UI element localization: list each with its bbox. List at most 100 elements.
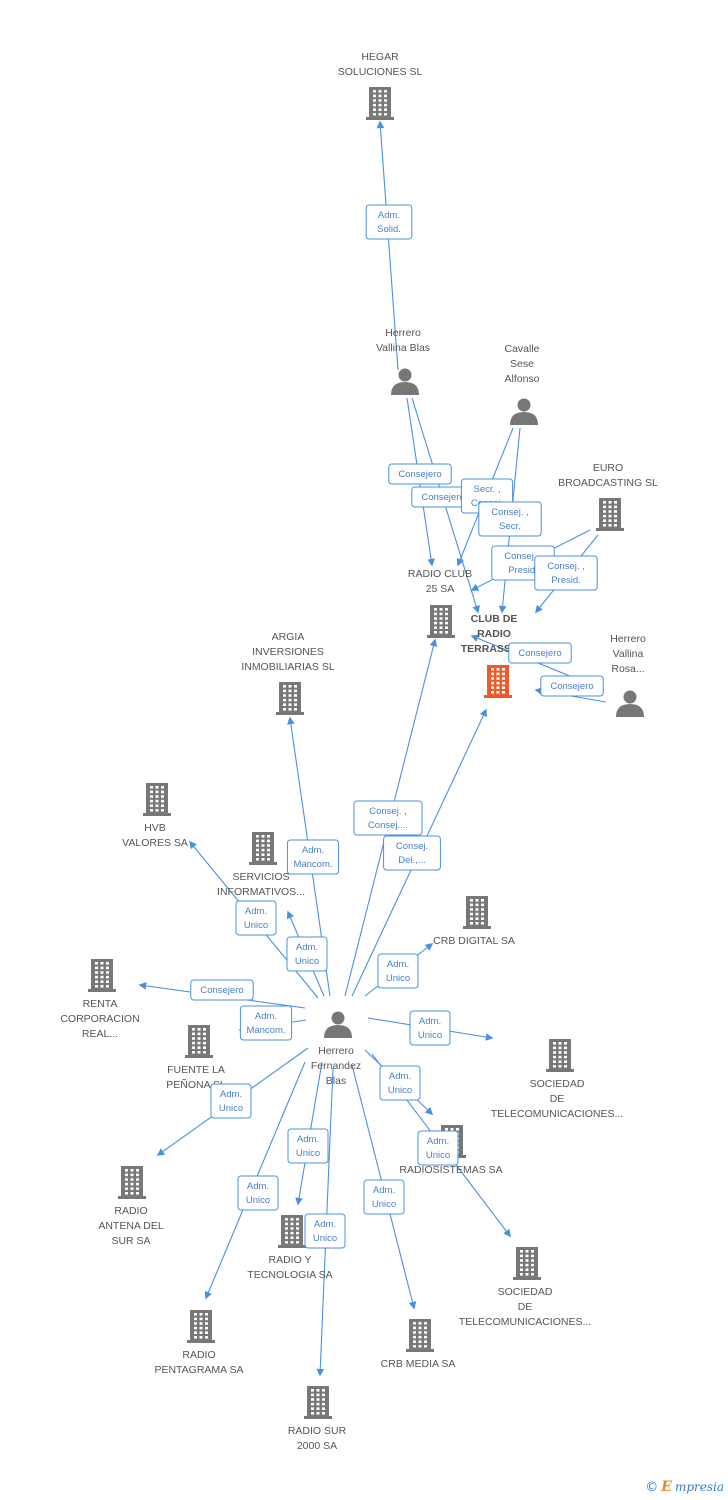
node-label: INFORMATIVOS... [217, 886, 305, 898]
edge-hvb_blas-to-hegar [376, 120, 399, 371]
node-label: CLUB DE [471, 613, 518, 625]
edge-label-hfb-to-tecnologia[interactable]: Adm.Unico [287, 1128, 329, 1164]
building-icon [88, 959, 116, 992]
person-icon [510, 398, 538, 425]
edge-label-hvb_blas-to-radioclub25[interactable]: Consejero [388, 463, 452, 485]
node-label: RADIO [477, 628, 511, 640]
edge-label-hfb-to-soctel2[interactable]: Adm.Unico [417, 1130, 459, 1166]
edge-label-text: Unico [388, 1085, 412, 1096]
node-label: CRB MEDIA SA [381, 1358, 456, 1370]
node-label: HVB [144, 822, 166, 834]
node-label: Cavalle [504, 343, 539, 355]
node-label: Alfonso [504, 373, 539, 385]
building-icon [276, 682, 304, 715]
node-euro[interactable]: EURO BROADCASTING SL [558, 462, 658, 531]
edge-label-text: Adm. [419, 1016, 441, 1027]
edge-label-hvb_rosa-to-club[interactable]: Consejero [540, 675, 604, 697]
edge-label-text: Adm. [302, 845, 324, 856]
node-label: EURO [593, 462, 623, 474]
edge-label-hfb-to-fuente[interactable]: Adm.Mancom. [239, 1005, 293, 1041]
node-crbmedia[interactable]: CRB MEDIA SA [381, 1319, 456, 1370]
node-label: HEGAR [361, 51, 399, 63]
person-icon [616, 690, 644, 717]
edge-label-text: Presid. [551, 575, 581, 586]
node-label: Sese [510, 358, 534, 370]
edge-label-cavalle-to-club[interactable]: Consej. ,Secr. [478, 501, 542, 537]
node-hvb_rosa[interactable]: HerreroVallinaRosa... [610, 633, 646, 717]
building-icon [463, 896, 491, 929]
edge-label-hfb-to-hvbvalores[interactable]: Adm.Unico [235, 900, 277, 936]
edge-label-text: Consej.... [368, 820, 408, 831]
edge-label-text: Consej. , [369, 806, 407, 817]
edge-label-hfb-to-crbdigital[interactable]: Adm.Unico [377, 953, 419, 989]
node-renta[interactable]: RENTACORPORACIONREAL... [60, 959, 140, 1040]
edge-label-text: Del.,... [398, 855, 425, 866]
node-label: RADIO [182, 1349, 215, 1361]
building-icon [143, 783, 171, 816]
edge-label-hfb-to-crbmedia[interactable]: Adm.Unico [363, 1179, 405, 1215]
building-icon [406, 1319, 434, 1352]
node-label: FUENTE LA [167, 1064, 225, 1076]
building-icon [366, 87, 394, 120]
edge-label-text: Presid. [508, 565, 538, 576]
edge-label-hvb_rosa-to-radioclub25[interactable]: Consejero [508, 642, 572, 664]
edge-label-euro-to-club[interactable]: Consej. ,Presid. [534, 555, 598, 591]
edge-label-hfb-to-pentagrama[interactable]: Adm.Unico [237, 1175, 279, 1211]
node-label: RADIO SUR [288, 1425, 347, 1437]
node-soctel1[interactable]: SOCIEDADDETELECOMUNICACIONES... [491, 1039, 623, 1120]
edge-label-hfb-to-club[interactable]: Consej.Del.,... [383, 835, 441, 871]
node-label: SOCIEDAD [530, 1078, 585, 1090]
node-label: CORPORACION [60, 1013, 139, 1025]
node-label: BROADCASTING SL [558, 477, 658, 489]
edge-label-hfb-to-radiosur[interactable]: Adm.Unico [304, 1213, 346, 1249]
node-label: RADIO Y [269, 1254, 312, 1266]
edge-label-hfb-to-antena[interactable]: Adm.Unico [210, 1083, 252, 1119]
edge-label-text: Unico [372, 1199, 396, 1210]
node-label: SUR SA [111, 1235, 150, 1247]
node-label: ANTENA DEL [98, 1220, 164, 1232]
edge-label-text: Solid. [377, 224, 401, 235]
node-label: TELECOMUNICACIONES... [459, 1316, 591, 1328]
edge-label-hvb_blas-to-hegar[interactable]: Adm. Solid. [365, 204, 413, 240]
node-label: TELECOMUNICACIONES... [491, 1108, 623, 1120]
edge-label-hfb-to-renta[interactable]: Consejero [190, 979, 254, 1001]
node-label: 25 SA [426, 583, 455, 595]
edge-label-hfb-to-radioclub25[interactable]: Consej. , Consej.... [353, 800, 423, 836]
building-icon [427, 605, 455, 638]
node-label: Herrero [385, 327, 421, 339]
edge-label-hfb-to-servicios[interactable]: Adm.Unico [286, 936, 328, 972]
edge-label-text: Adm. [378, 210, 400, 221]
edge-label-hfb-to-soctel1[interactable]: Adm.Unico [409, 1010, 451, 1046]
node-crbdigital[interactable]: CRB DIGITAL SA [433, 896, 515, 947]
edge-label-text: Adm. [296, 942, 318, 953]
node-servicios[interactable]: SERVICIOSINFORMATIVOS... [217, 832, 305, 898]
node-label: RENTA [83, 998, 118, 1010]
building-icon [278, 1215, 306, 1248]
edge-label-hfb-to-radiosistemas[interactable]: Adm.Unico [379, 1065, 421, 1101]
building-icon [304, 1386, 332, 1419]
edge-label-hfb-to-argia[interactable]: Adm.Mancom. [286, 839, 340, 875]
edge-label-text: Adm. [314, 1219, 336, 1230]
edge-label-text: Adm. [220, 1089, 242, 1100]
edge-label-text: Consejero [421, 492, 464, 503]
node-soctel2[interactable]: SOCIEDADDETELECOMUNICACIONES... [459, 1247, 591, 1328]
edge-label-text: Mancom. [246, 1025, 285, 1036]
node-label: Herrero [610, 633, 646, 645]
edge-label-text: Unico [296, 1148, 320, 1159]
